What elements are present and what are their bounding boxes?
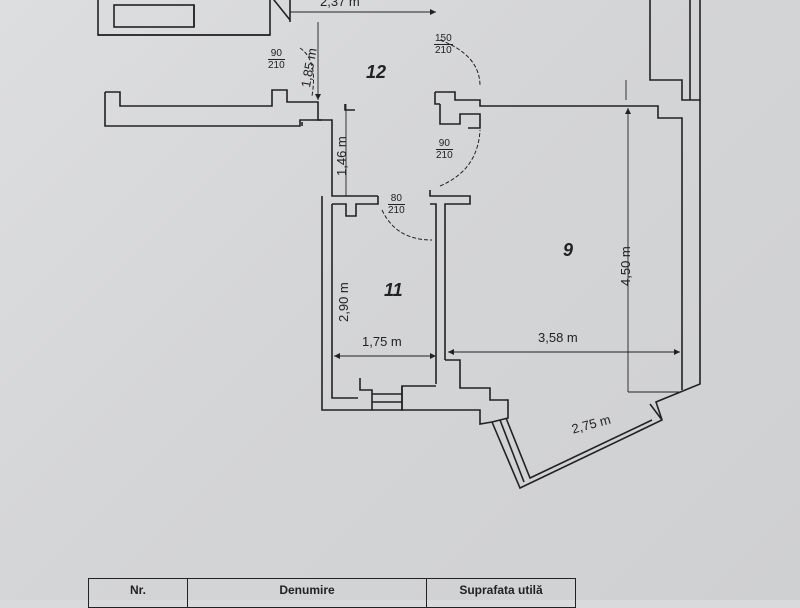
- door-3-width: 90: [436, 138, 453, 150]
- legend-header-row: Nr. Denumire Suprafata utilă: [88, 578, 576, 608]
- door-4-width: 80: [388, 193, 405, 205]
- door-label-3: 90 210: [436, 138, 453, 161]
- dim-corridor-height: 1,46 m: [334, 136, 349, 176]
- room11-left-wall: [321, 196, 373, 411]
- door-2-height: 210: [435, 45, 452, 56]
- hall-left-wall-lower: [104, 92, 322, 127]
- door-1-height: 210: [268, 60, 285, 71]
- room-number-9: 9: [563, 240, 574, 260]
- dim-top-width: 2,37 m: [320, 0, 360, 9]
- dim-room11-height: 2,90 m: [336, 282, 351, 322]
- legend-col-area: Suprafata utilă: [426, 578, 576, 608]
- room-number-11: 11: [384, 280, 403, 300]
- dim-room11-width: 1,75 m: [362, 334, 402, 349]
- dim-room9-height: 4,50 m: [618, 246, 633, 286]
- door-3-height: 210: [436, 150, 453, 161]
- legend-col-nr: Nr.: [88, 578, 188, 608]
- door-2-width: 150: [434, 33, 453, 45]
- door-4-height: 210: [388, 205, 405, 216]
- room9-bottom-wall: [445, 359, 509, 423]
- room9-top-wall: [435, 91, 683, 390]
- door-label-1: 90 210: [268, 48, 285, 71]
- balcony-outline: [491, 100, 701, 490]
- top-window-pane: [113, 4, 195, 28]
- corridor-left-wall: [317, 106, 378, 197]
- door-label-2: 150 210: [434, 33, 453, 56]
- room-number-12: 12: [366, 62, 387, 82]
- area-legend-table: Nr. Denumire Suprafata utilă: [88, 578, 576, 608]
- door-label-4: 80 210: [388, 193, 405, 216]
- hall-left-wall: [105, 89, 319, 107]
- right-outer-wall-top: [649, 0, 701, 101]
- door-1-width: 90: [268, 48, 285, 60]
- legend-col-name: Denumire: [187, 578, 427, 608]
- dim-room9-width: 3,58 m: [538, 330, 578, 345]
- room11-right-wall: [429, 190, 471, 360]
